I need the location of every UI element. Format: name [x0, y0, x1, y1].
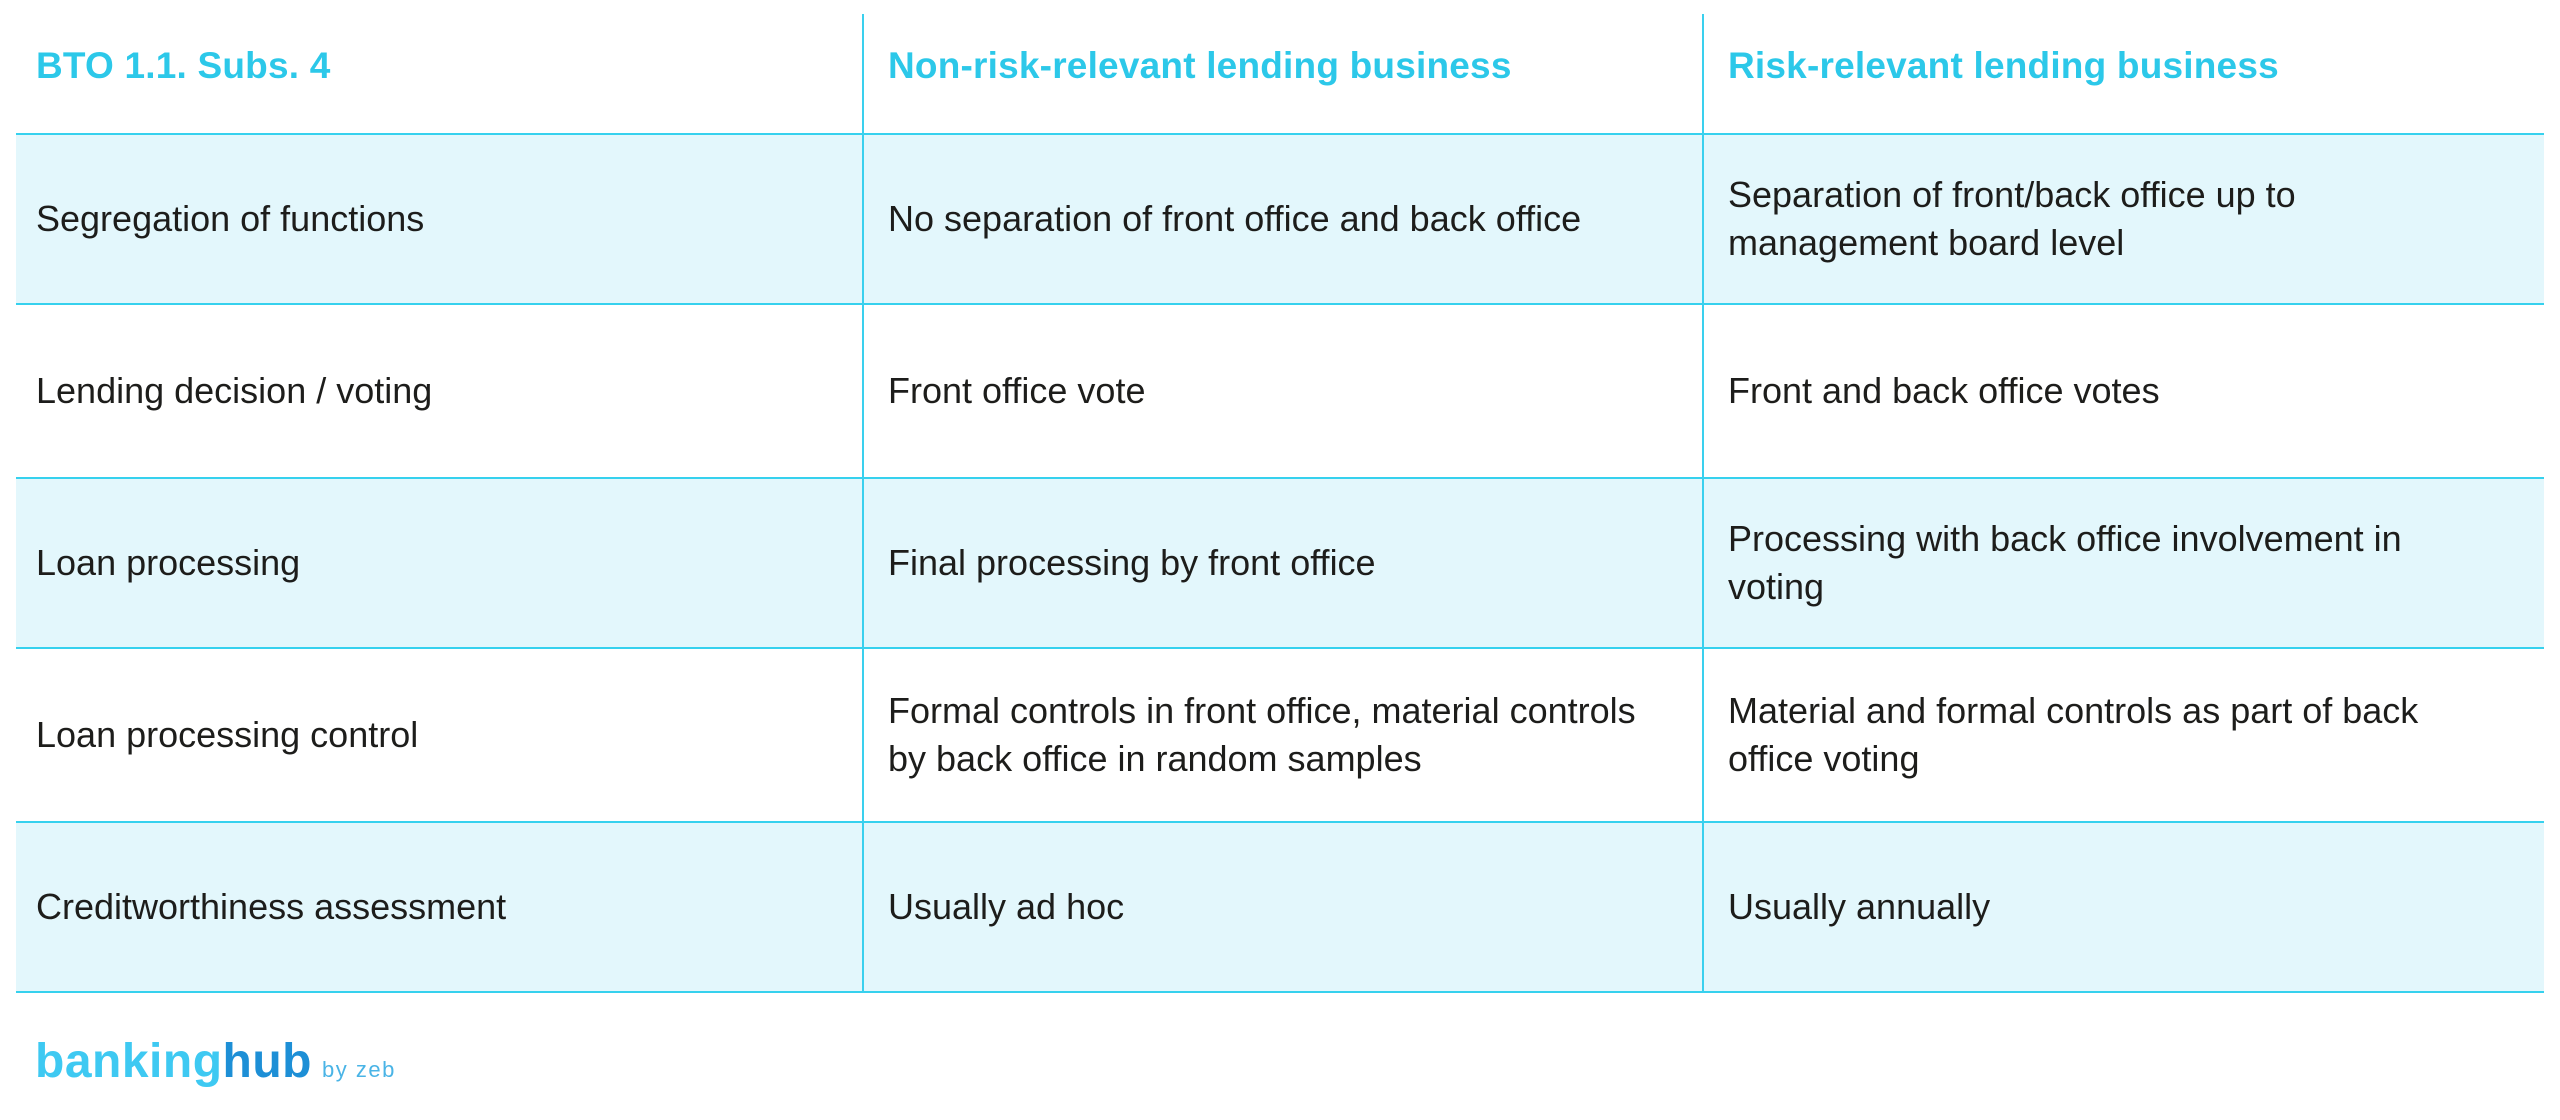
- cell-risk: Separation of front/back office up to ma…: [1728, 174, 2296, 263]
- cell-criterion: Loan processing control: [36, 714, 419, 756]
- cell-risk: Usually annually: [1728, 886, 1991, 928]
- cell-non-risk: No separation of front office and back o…: [888, 198, 1582, 240]
- column-divider-2: [1702, 14, 1704, 993]
- logo-word-hub: hub: [222, 1035, 312, 1088]
- cell-non-risk: Front office vote: [888, 370, 1146, 412]
- cell-risk: Material and formal controls as part of …: [1728, 690, 2419, 779]
- cell-non-risk: Formal controls in front office, materia…: [888, 690, 1636, 779]
- column-divider-1: [862, 14, 864, 993]
- cell-non-risk: Usually ad hoc: [888, 886, 1125, 928]
- header-cell-criterion: BTO 1.1. Subs. 4: [36, 45, 331, 87]
- table-row: Segregation of functions No separation o…: [16, 133, 2544, 305]
- cell-criterion: Lending decision / voting: [36, 370, 433, 412]
- table-row: Loan processing Final processing by fron…: [16, 477, 2544, 649]
- logo-byline: by zeb: [321, 1057, 396, 1082]
- table-row: Loan processing control Formal controls …: [16, 649, 2544, 821]
- table-row: Creditworthiness assessment Usually ad h…: [16, 821, 2544, 993]
- cell-risk: Processing with back office involvement …: [1728, 518, 2402, 607]
- cell-risk: Front and back office votes: [1728, 370, 2160, 412]
- comparison-table: BTO 1.1. Subs. 4 Non-risk-relevant lendi…: [16, 0, 2544, 993]
- cell-criterion: Segregation of functions: [36, 198, 425, 240]
- table-body: Segregation of functions No separation o…: [16, 133, 2544, 993]
- table-row: Lending decision / voting Front office v…: [16, 305, 2544, 477]
- table-header-row: BTO 1.1. Subs. 4 Non-risk-relevant lendi…: [16, 0, 2544, 133]
- logo-word-banking: banking: [35, 1035, 223, 1088]
- cell-criterion: Loan processing: [36, 542, 301, 584]
- cell-non-risk: Final processing by front office: [888, 542, 1376, 584]
- header-cell-risk: Risk-relevant lending business: [1728, 45, 2279, 87]
- cell-criterion: Creditworthiness assessment: [36, 886, 507, 928]
- header-cell-non-risk: Non-risk-relevant lending business: [888, 45, 1512, 87]
